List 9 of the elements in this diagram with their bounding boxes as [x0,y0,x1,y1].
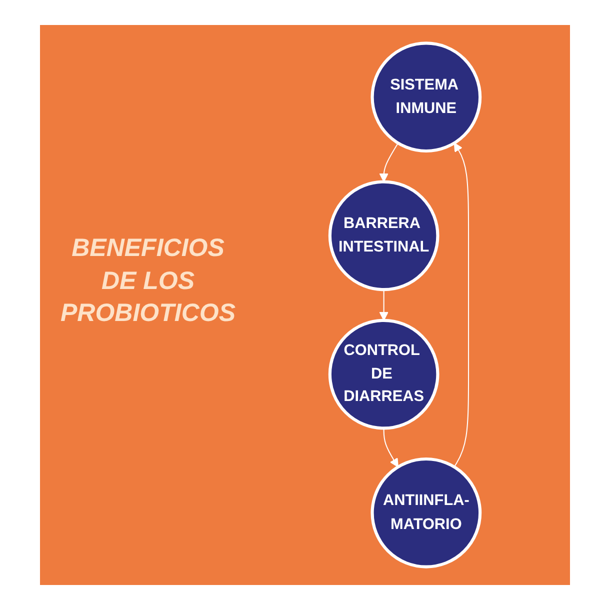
arrow [379,290,388,321]
arrow [379,142,398,182]
circle-node: SISTEMA INMUNE [370,42,482,153]
circle-node: ANTIINFLA-MATORIO [370,457,482,568]
arrow [454,142,470,468]
circle-node: BARRERA INTESTINAL [328,180,440,292]
circle-node: CONTROL DE DIARREAS [328,318,440,430]
diagram-title: BENEFICIOS DE LOS PROBIOTICOS [59,233,236,329]
arrow [383,428,398,468]
